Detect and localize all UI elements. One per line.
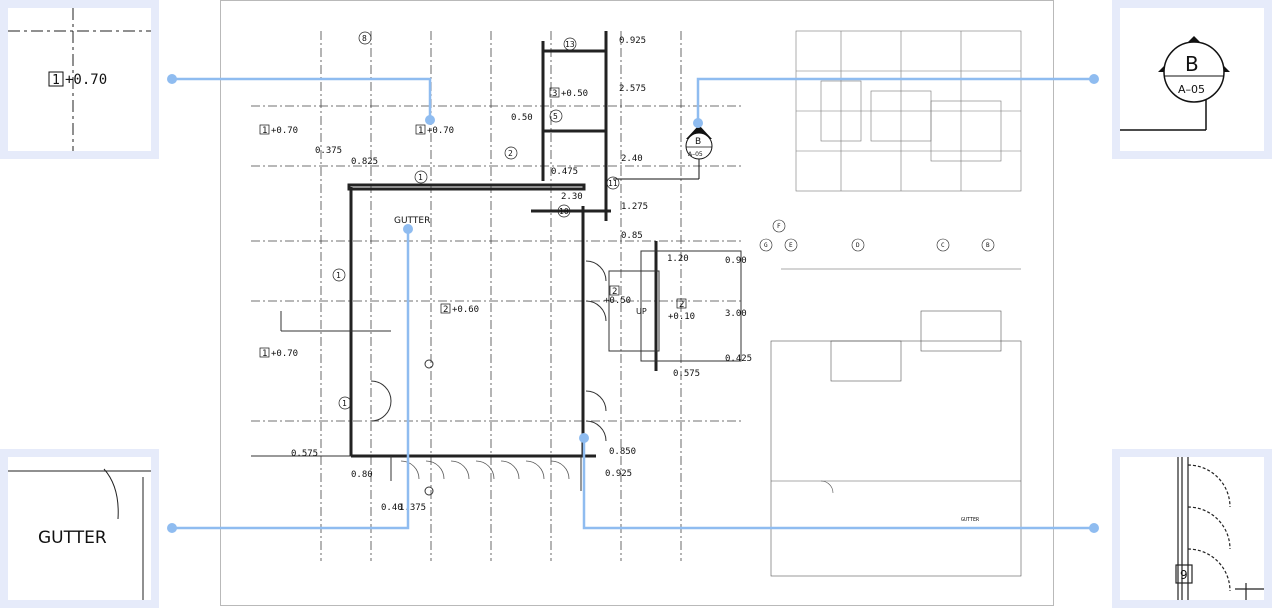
svg-text:11: 11: [608, 179, 618, 188]
dimension-labels: 0.925 2.575 2.40 0.50 0.475 2.30 1.275 0…: [291, 36, 752, 513]
svg-text:1.375: 1.375: [399, 503, 426, 513]
svg-text:B: B: [695, 137, 701, 147]
level-label: +0.70: [427, 126, 454, 136]
level-label: +0.10: [668, 312, 695, 322]
svg-text:2.575: 2.575: [619, 84, 646, 94]
mini-grid-bubbles: F G E D C B GUTTER: [759, 219, 995, 523]
svg-text:F: F: [777, 223, 781, 230]
svg-text:0.375: 0.375: [315, 146, 342, 156]
tag-2: 2: [679, 300, 684, 310]
svg-text:B: B: [986, 242, 990, 249]
svg-text:3.00: 3.00: [725, 309, 747, 319]
section-letter: B: [1185, 52, 1199, 76]
svg-text:10: 10: [559, 207, 569, 216]
svg-text:0.90: 0.90: [725, 256, 747, 266]
svg-text:0.85: 0.85: [621, 231, 643, 241]
mini-plan-top: [795, 30, 1022, 192]
svg-text:1: 1: [418, 173, 423, 182]
section-marker: B A–05: [613, 125, 713, 180]
door-tag: 9: [1180, 568, 1188, 582]
gutter-text: GUTTER: [38, 528, 107, 548]
mini-plan-bottom: [770, 268, 1022, 577]
svg-text:0.575: 0.575: [673, 369, 700, 379]
callout-door-tag: 9: [1112, 449, 1272, 608]
svg-text:A–05: A–05: [688, 151, 703, 158]
callout-level: +0.70: [65, 72, 107, 88]
tag-3: 3: [552, 89, 557, 99]
svg-text:2: 2: [508, 149, 513, 158]
stair-up-label: UP: [636, 307, 647, 316]
svg-text:0.850: 0.850: [609, 447, 636, 457]
level-label: +0.50: [561, 89, 588, 99]
callout-section-marker: B A–05: [1112, 0, 1272, 159]
svg-text:0.925: 0.925: [605, 469, 632, 479]
svg-text:E: E: [789, 242, 793, 249]
grid-bubble-8: 8: [362, 34, 367, 43]
tag-2: 2: [443, 305, 448, 315]
callout-level-tag: 1 +0.70: [0, 0, 159, 159]
svg-text:D: D: [856, 242, 860, 249]
tag-1: 1: [262, 349, 267, 359]
level-label: +0.60: [452, 305, 479, 315]
level-label: +0.70: [271, 126, 298, 136]
svg-text:GUTTER: GUTTER: [961, 517, 980, 523]
svg-text:2.40: 2.40: [621, 154, 643, 164]
callout-tag: 1: [52, 73, 60, 88]
svg-text:C: C: [941, 242, 945, 249]
svg-text:1.20: 1.20: [667, 254, 689, 264]
svg-text:0.80: 0.80: [351, 470, 373, 480]
tag-1: 1: [262, 126, 267, 136]
svg-text:0.425: 0.425: [725, 354, 752, 364]
svg-text:13: 13: [565, 40, 575, 49]
svg-text:0.575: 0.575: [291, 449, 318, 459]
svg-text:1: 1: [336, 271, 341, 280]
svg-text:1.275: 1.275: [621, 202, 648, 212]
svg-text:5: 5: [553, 112, 558, 121]
svg-text:0.475: 0.475: [551, 167, 578, 177]
section-sheet: A–05: [1178, 83, 1205, 96]
svg-text:1: 1: [342, 399, 347, 408]
level-label: +0.50: [604, 296, 631, 306]
callout-circles: [332, 31, 620, 410]
tag-2: 2: [612, 287, 617, 297]
svg-text:G: G: [764, 242, 768, 249]
level-label: +0.70: [271, 349, 298, 359]
gutter-label: GUTTER: [394, 216, 430, 226]
svg-text:0.50: 0.50: [511, 113, 533, 123]
callout-gutter: GUTTER: [0, 449, 159, 608]
svg-text:0.40: 0.40: [381, 503, 403, 513]
svg-text:2.30: 2.30: [561, 192, 583, 202]
level-annotations: 1 +0.70 1 +0.70 2 +0.60 1 +0.70 3 +0.50 …: [259, 87, 695, 359]
tag-1: 1: [418, 126, 423, 136]
svg-text:0.925: 0.925: [619, 36, 646, 46]
svg-text:0.825: 0.825: [351, 157, 378, 167]
